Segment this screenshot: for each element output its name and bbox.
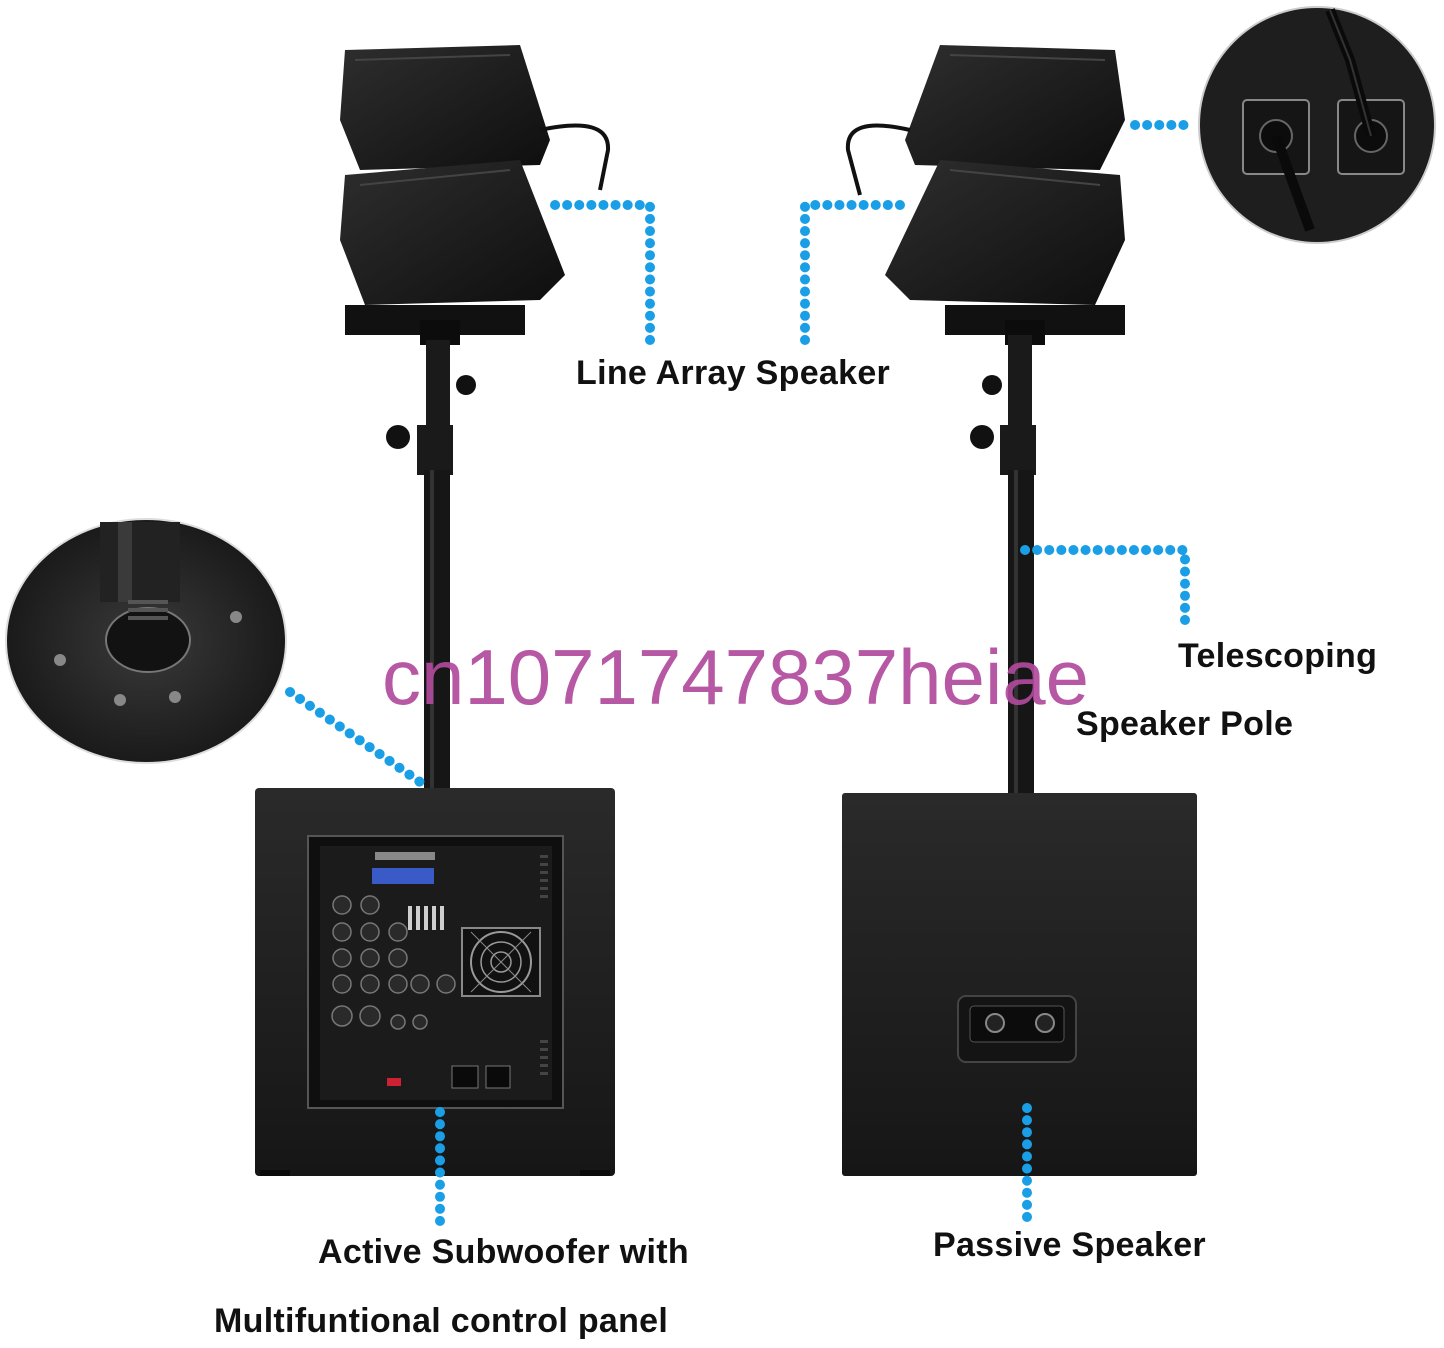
passive-speaker (842, 793, 1197, 1176)
passive-speaker-label: Passive Speaker (933, 1226, 1206, 1264)
watermark-text: cn1071747837heiae (382, 633, 1090, 721)
right-line-array-speaker (845, 45, 1125, 345)
pole-mount-detail-inset (5, 518, 287, 764)
left-line-array-speaker (340, 45, 611, 345)
left-speaker-pole (386, 340, 476, 790)
active-subwoofer (255, 788, 615, 1176)
connector-detail-inset (1198, 6, 1436, 244)
right-speaker-pole (970, 335, 1036, 795)
line-array-speaker-label: Line Array Speaker (576, 354, 891, 392)
dotted-callout-lines (285, 120, 1200, 1233)
active-subwoofer-label: Active Subwoofer with (318, 1233, 689, 1271)
telescoping-label: Telescoping (1178, 637, 1378, 675)
speaker-pole-label: Speaker Pole (1076, 705, 1294, 743)
control-panel-label: Multifuntional control panel (214, 1302, 669, 1340)
